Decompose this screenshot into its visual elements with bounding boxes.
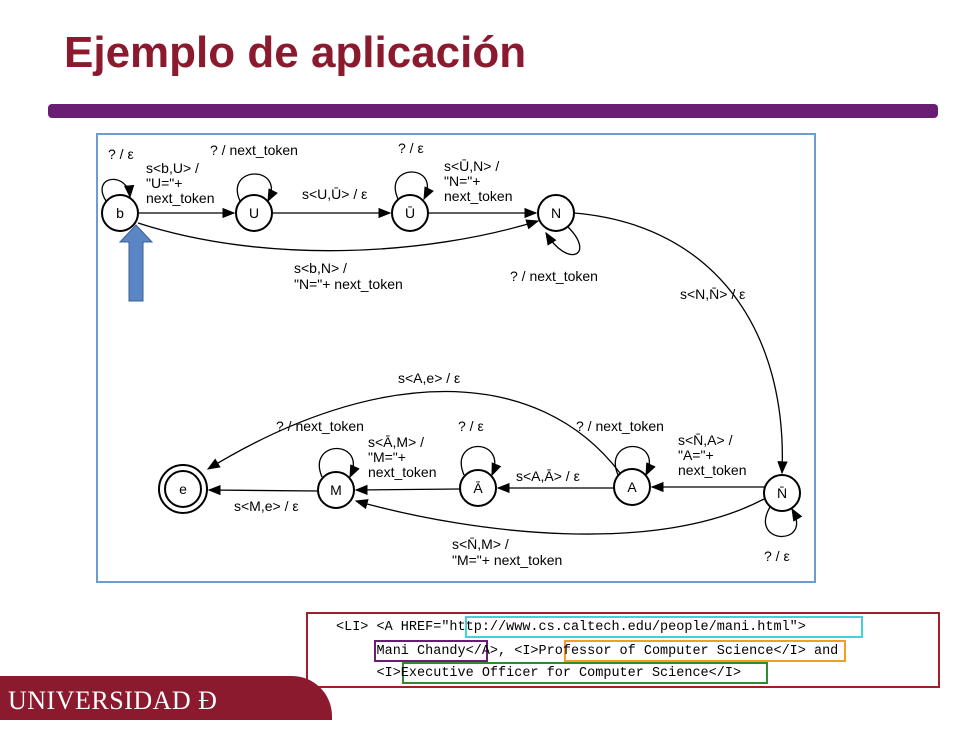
state-diagram-frame: b U Ū N N̄ A Ā M: [96, 133, 816, 583]
university-logo-text: UNIVERSIDAD Ð SEVILLA: [8, 686, 218, 745]
state-Ubar-label: Ū: [405, 205, 415, 221]
label-Ubar-self: ? / ε: [398, 140, 424, 156]
state-Abar-label: Ā: [473, 480, 483, 496]
label-b-N-1: s<b,N> /: [294, 260, 347, 276]
highlight-exec-title: [402, 662, 768, 684]
start-arrow: [118, 224, 154, 302]
edge-Abar-M: [354, 484, 461, 496]
label-M-self: ? / next_token: [276, 418, 364, 434]
label-b-U-2: "U="+: [146, 175, 182, 191]
label-A-e: s<A,e> / ε: [398, 370, 460, 386]
label-b-U-3: next_token: [146, 190, 215, 206]
label-Ubar-N-2: "N="+: [444, 173, 480, 189]
label-Abar-M-3: next_token: [368, 464, 437, 480]
state-Ubar: Ū: [391, 194, 429, 232]
label-Ubar-N-1: s<Ū,N> /: [444, 158, 499, 174]
label-N-self: ? / next_token: [510, 268, 598, 284]
label-N-Nbar: s<N,N̄> / ε: [680, 286, 745, 302]
label-Nbar-M-1: s<N̄,M> /: [452, 536, 509, 552]
label-A-Abar: s<A,Ā> / ε: [516, 468, 580, 484]
label-Nbar-M-2: "M="+ next_token: [452, 552, 562, 568]
state-e-label: e: [179, 481, 187, 497]
label-Nbar-A-2: "A="+: [678, 447, 714, 463]
edge-M-self: [318, 448, 360, 479]
label-b-U-1: s<b,U> /: [146, 160, 199, 176]
label-Ubar-N-3: next_token: [444, 188, 513, 204]
label-U-Ubar: s<U,Ū> / ε: [302, 186, 367, 202]
edge-b-self: [101, 178, 135, 202]
label-b-self: ? / ε: [108, 146, 134, 162]
slide-title: Ejemplo de aplicación: [64, 28, 527, 77]
edge-N-self: [545, 226, 581, 256]
state-A-label: A: [627, 479, 637, 495]
edge-N-Nbar: [573, 212, 788, 475]
label-b-N-2: "N="+ next_token: [294, 276, 403, 292]
label-Nbar-self: ? / ε: [764, 548, 790, 564]
html-code-snippet: <LI> <A HREF="http://www.cs.caltech.edu/…: [306, 612, 940, 688]
state-Nbar: N̄: [763, 474, 801, 512]
edge-Ubar-self: [394, 171, 434, 201]
edge-Nbar-M: [354, 498, 765, 535]
label-Abar-M-2: "M="+: [368, 449, 406, 465]
label-Abar-self: ? / ε: [458, 418, 484, 434]
state-N-label: N: [551, 205, 561, 221]
code-line-3: <I>Executive Officer for Computer Scienc…: [336, 666, 742, 681]
code-line-2: Mani Chandy</A>, <I>Professor of Compute…: [336, 644, 839, 659]
code-line-1: <LI> <A HREF="http://www.cs.caltech.edu/…: [336, 620, 806, 635]
state-Abar: Ā: [459, 469, 497, 507]
edge-Abar-self: [460, 445, 502, 477]
edge-M-e: [207, 484, 319, 496]
state-b: b: [101, 194, 139, 232]
edge-Nbar-self: [764, 506, 803, 538]
highlight-url: [465, 616, 863, 638]
state-e-accepting: e: [158, 464, 208, 514]
highlight-job-title: [564, 640, 846, 662]
edge-U-self: [236, 173, 278, 203]
label-U-self: ? / next_token: [210, 142, 298, 158]
label-M-e: s<M,e> / ε: [234, 498, 299, 514]
edge-A-e: [206, 390, 621, 474]
state-M: M: [317, 471, 355, 509]
title-underline-bar: [48, 104, 938, 118]
edge-b-N: [137, 219, 540, 252]
state-A: A: [613, 468, 651, 506]
state-b-label: b: [116, 205, 124, 221]
label-A-self: ? / next_token: [576, 418, 664, 434]
highlight-name: [374, 640, 488, 662]
state-N: N: [537, 194, 575, 232]
edge-A-self: [614, 446, 656, 477]
label-Abar-M-1: s<Ā,M> /: [368, 434, 424, 450]
state-U-label: U: [249, 205, 259, 221]
state-Nbar-label: N̄: [777, 485, 787, 501]
university-logo-banner: UNIVERSIDAD Ð SEVILLA: [0, 676, 332, 745]
state-machine-diagram: b U Ū N N̄ A Ā M: [101, 140, 803, 568]
state-U: U: [235, 194, 273, 232]
label-Nbar-A-1: s<N̄,A> /: [678, 432, 733, 448]
label-Nbar-A-3: next_token: [678, 462, 747, 478]
state-M-label: M: [330, 482, 342, 498]
